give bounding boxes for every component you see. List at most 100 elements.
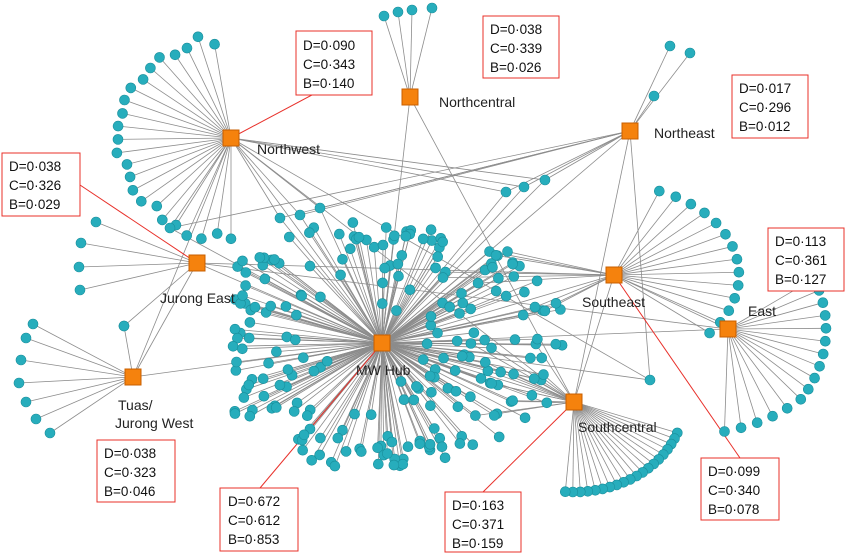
edge-je [95,221,198,264]
stat-c-nc: C=0·339 [490,41,542,56]
edge-mw [381,290,497,344]
hub-sc[interactable]: Southcentral [565,393,657,435]
edge-nw [169,137,232,229]
stat-d-je: D=0·038 [9,159,61,174]
hub-label-se: Southeast [582,294,645,310]
edge-mw [274,259,383,344]
leaf-node [541,397,553,409]
edge-mw [381,342,461,444]
stat-b-sc: B=0·159 [452,536,503,551]
leaf-node [454,438,466,449]
leaf-node [243,379,255,391]
edge-nw [142,79,232,139]
hub-node-tj[interactable] [124,368,142,386]
hub-link-ne-sc [573,130,631,403]
edge-se [507,251,615,276]
leaf-node [449,365,461,376]
leaf-node [240,267,252,278]
edge-nw [124,99,232,139]
stat-b-ne: B=0·012 [739,119,790,134]
leaf-node [196,233,207,244]
leaf-node [454,308,465,319]
leaf-node [490,285,502,297]
hub-node-je[interactable] [188,254,206,272]
edge-nw [186,47,232,139]
edge-mw [373,247,383,344]
leaf-node [397,458,409,470]
edge-tj [32,323,134,378]
hub-node-ea[interactable] [719,320,737,338]
leaf-node [486,378,497,389]
hub-ea[interactable]: East [719,303,776,338]
hub-node-nc[interactable] [401,88,419,106]
hub-mw[interactable]: MW Hub [356,334,411,378]
edge-nw [118,125,232,139]
hub-se[interactable]: Southeast [582,266,645,310]
edge-se [613,274,735,299]
stat-c-sc: C=0·371 [452,517,504,532]
leaf-node [428,423,440,434]
leaf-node [294,209,306,221]
hub-ne[interactable]: Northeast [621,122,715,141]
hub-label-nw: Northwest [257,141,320,157]
hub-label-mw: MW Hub [356,362,411,378]
hub-node-ne[interactable] [621,122,639,140]
stat-box-ne: D=0·017 C=0·296 B=0·012 [731,74,809,139]
edge-se [613,271,739,276]
edge-mw [309,265,383,344]
hub-nc[interactable]: Northcentral [401,88,515,110]
leaf-node [136,196,147,207]
stat-box-mw: D=0·672 C=0·612 B=0·853 [219,487,299,552]
hub-node-se[interactable] [605,266,623,284]
edge-se [534,274,615,308]
leaf-node [137,74,149,85]
leaf-node [424,370,436,382]
edge-nc [409,9,413,98]
edge-nw [197,36,232,139]
leaf-node [308,365,320,377]
leaf-node [231,356,242,368]
leaf-node [304,227,315,238]
leaf-node [817,348,829,360]
leaf-node [289,334,301,346]
edge-mw [320,342,383,439]
leaf-node [121,159,133,170]
leaf-node [525,352,536,364]
hub-nw[interactable]: Northwest [222,129,320,157]
edge-nw [186,137,232,236]
edge-sc [573,401,672,445]
stat-d-ea: D=0·099 [708,464,760,479]
leaf-node [685,198,697,210]
leaf-node [13,377,25,389]
edge-se [613,233,726,276]
leader-line-layer [79,62,741,493]
leaf-node [465,303,477,315]
hub-node-mw[interactable] [373,334,391,352]
leaf-node [720,229,731,240]
stat-box-ea: D=0·099 C=0·340 B=0·078 [700,457,780,521]
stat-d-nw: D=0·090 [303,38,355,53]
edge-mw [319,342,383,456]
leaf-node [426,235,438,246]
leaf-node [379,262,391,274]
leaf-node [490,250,502,261]
edge-mw [293,342,383,412]
leaf-node [704,327,715,339]
hub-tj[interactable]: Tuas/ Jurong West [115,368,193,431]
edge-nw [129,137,232,178]
hub-node-nw[interactable] [222,129,240,147]
edge-sc [573,401,654,465]
edge-mw [381,342,459,408]
hub-je[interactable]: Jurong East [160,254,235,306]
edge-mw [240,332,383,344]
leaf-node [517,309,529,321]
leaf-node [507,258,518,270]
edge-ea [727,328,815,379]
edge-se [613,274,710,334]
stat-b-nw: B=0·140 [303,76,354,91]
leaf-node [288,406,300,417]
edge-nw [117,137,232,140]
hub-node-sc[interactable] [565,393,583,411]
leaf-node [719,426,730,437]
